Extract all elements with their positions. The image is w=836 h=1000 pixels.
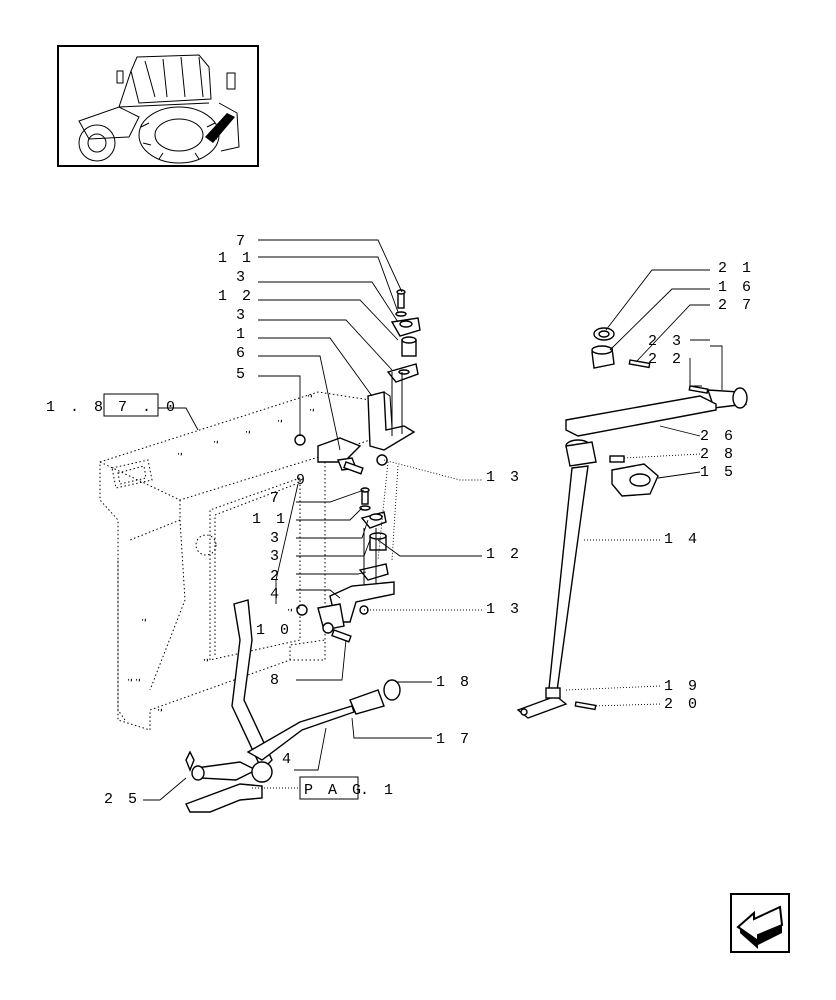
- upper-bracket-assembly: [294, 289, 421, 475]
- right-shaft-assembly: [516, 327, 748, 719]
- callout-26: 2 6: [700, 428, 736, 445]
- previous-page-button[interactable]: [730, 893, 790, 953]
- lower-bracket-assembly: [296, 461, 399, 643]
- tractor-icon: [78, 54, 240, 164]
- previous-page-arrow-icon: [736, 905, 784, 949]
- callout-3: 3: [270, 548, 282, 565]
- callout-10: 1 0: [256, 622, 292, 639]
- callout-13: 1 3: [486, 469, 522, 486]
- callout-3: 3: [236, 307, 248, 324]
- brake-lever-assembly: [185, 599, 401, 813]
- callout-28: 2 8: [700, 446, 736, 463]
- callout-17: 1 7: [436, 731, 472, 748]
- callout-11: 1 1: [218, 250, 254, 267]
- callout-2: 2: [270, 568, 282, 585]
- callout-4: 4: [270, 586, 282, 603]
- reference-box[interactable]: 1 . 8 7 . 0: [46, 393, 178, 417]
- callout-8: 8: [270, 672, 282, 689]
- callout-11: 1 1: [252, 511, 288, 528]
- cab-frame-outline: [99, 391, 371, 731]
- callout-3: 3: [236, 269, 248, 286]
- callout-27: 2 7: [718, 297, 754, 314]
- callout-3: 3: [270, 530, 282, 547]
- callout-13: 1 3: [486, 601, 522, 618]
- reference-box-label: 1 . 8 7 . 0: [46, 399, 178, 416]
- callout-25: 2 5: [104, 791, 140, 808]
- callout-7: 7: [236, 233, 248, 250]
- callout-4: 4: [282, 751, 294, 768]
- callout-5: 5: [236, 366, 248, 383]
- callout-6: 6: [236, 345, 248, 362]
- callout-19: 1 9: [664, 678, 700, 695]
- callout-14: 1 4: [664, 531, 700, 548]
- callout-7: 7: [270, 490, 282, 507]
- page-ref-suffix: . 1: [360, 782, 396, 799]
- leader-lines: [143, 239, 723, 801]
- callout-12: 1 2: [218, 288, 254, 305]
- callout-1: 1: [236, 326, 248, 343]
- page-ref-box-label: P A G: [304, 782, 364, 799]
- callout-23: 2 3: [648, 333, 684, 350]
- callout-21: 2 1: [718, 260, 754, 277]
- page-reference-link[interactable]: P A G . 1: [299, 776, 396, 800]
- callout-12: 1 2: [486, 546, 522, 563]
- callout-15: 1 5: [700, 464, 736, 481]
- callout-20: 2 0: [664, 696, 700, 713]
- callout-labels: 7 1 1 3 1 2 3 1 6 5 1 3 9 7 1 1 3 3 1 2 …: [104, 233, 754, 808]
- callout-9: 9: [296, 472, 308, 489]
- callout-22: 2 2: [648, 351, 684, 368]
- tractor-thumbnail: [57, 45, 259, 167]
- callout-16: 1 6: [718, 279, 754, 296]
- callout-18: 1 8: [436, 674, 472, 691]
